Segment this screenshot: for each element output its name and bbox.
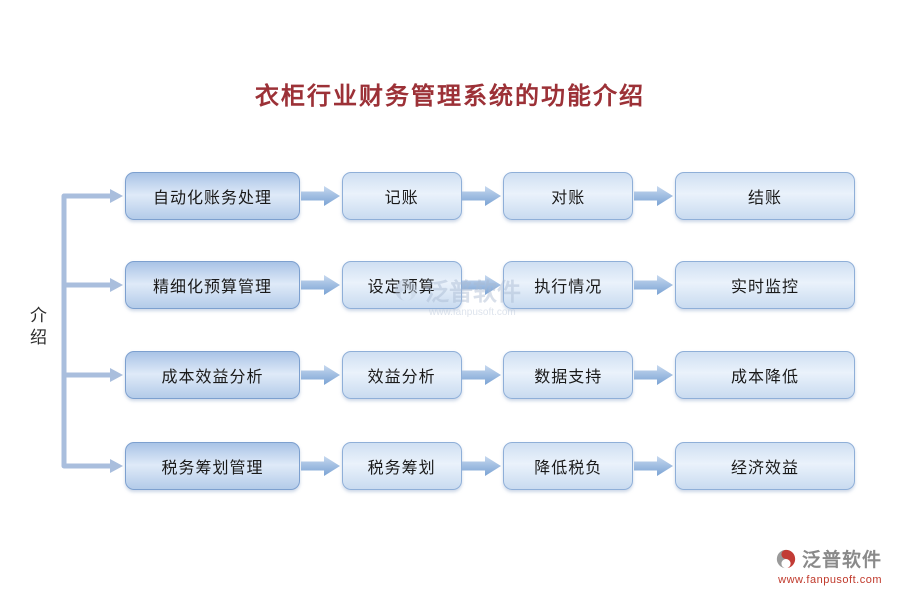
side-label: 介绍 [27, 306, 46, 350]
category-box: 成本效益分析 [125, 351, 300, 399]
step-box: 对账 [503, 172, 634, 220]
step-box: 经济效益 [674, 442, 855, 490]
page-title: 衣柜行业财务管理系统的功能介绍 [255, 84, 645, 110]
arrow-right-icon [300, 186, 340, 206]
flow-row: 精细化预算管理 设定预算 执行情况 实时监控 [125, 261, 855, 309]
bracket-connector [61, 189, 123, 473]
step-box: 执行情况 [503, 261, 634, 309]
arrow-right-icon [110, 459, 123, 473]
step-box: 数据支持 [503, 351, 634, 399]
arrow-right-icon [110, 189, 123, 203]
category-box: 精细化预算管理 [125, 261, 300, 309]
arrow-right-icon [300, 365, 340, 385]
arrow-right-icon [462, 186, 502, 206]
step-box: 结账 [674, 172, 855, 220]
arrow-right-icon [634, 365, 674, 385]
arrow-right-icon [110, 368, 123, 382]
brand-url: www.fanpusoft.com [778, 574, 882, 586]
arrow-right-icon [462, 275, 502, 295]
step-box: 成本降低 [674, 351, 855, 399]
step-box: 效益分析 [341, 351, 462, 399]
arrow-right-icon [300, 456, 340, 476]
step-box: 设定预算 [341, 261, 462, 309]
arrow-right-icon [634, 186, 674, 206]
flow-row: 自动化账务处理 记账 对账 结账 [125, 172, 855, 220]
flow-row: 成本效益分析 效益分析 数据支持 成本降低 [125, 351, 855, 399]
arrow-right-icon [634, 275, 674, 295]
category-box: 自动化账务处理 [125, 172, 300, 220]
arrow-right-icon [462, 365, 502, 385]
arrow-right-icon [634, 456, 674, 476]
arrow-right-icon [300, 275, 340, 295]
brand-logo-icon [776, 549, 796, 568]
arrow-right-icon [110, 278, 123, 292]
category-box: 税务筹划管理 [125, 442, 300, 490]
brand-name: 泛普软件 [801, 550, 882, 571]
step-box: 降低税负 [503, 442, 634, 490]
step-box: 实时监控 [674, 261, 855, 309]
step-box: 税务筹划 [341, 442, 462, 490]
flow-row: 税务筹划管理 税务筹划 降低税负 经济效益 [125, 442, 855, 490]
step-box: 记账 [341, 172, 462, 220]
arrow-right-icon [462, 456, 502, 476]
brand-footer: 泛普软件 www.fanpusoft.com [775, 545, 882, 586]
